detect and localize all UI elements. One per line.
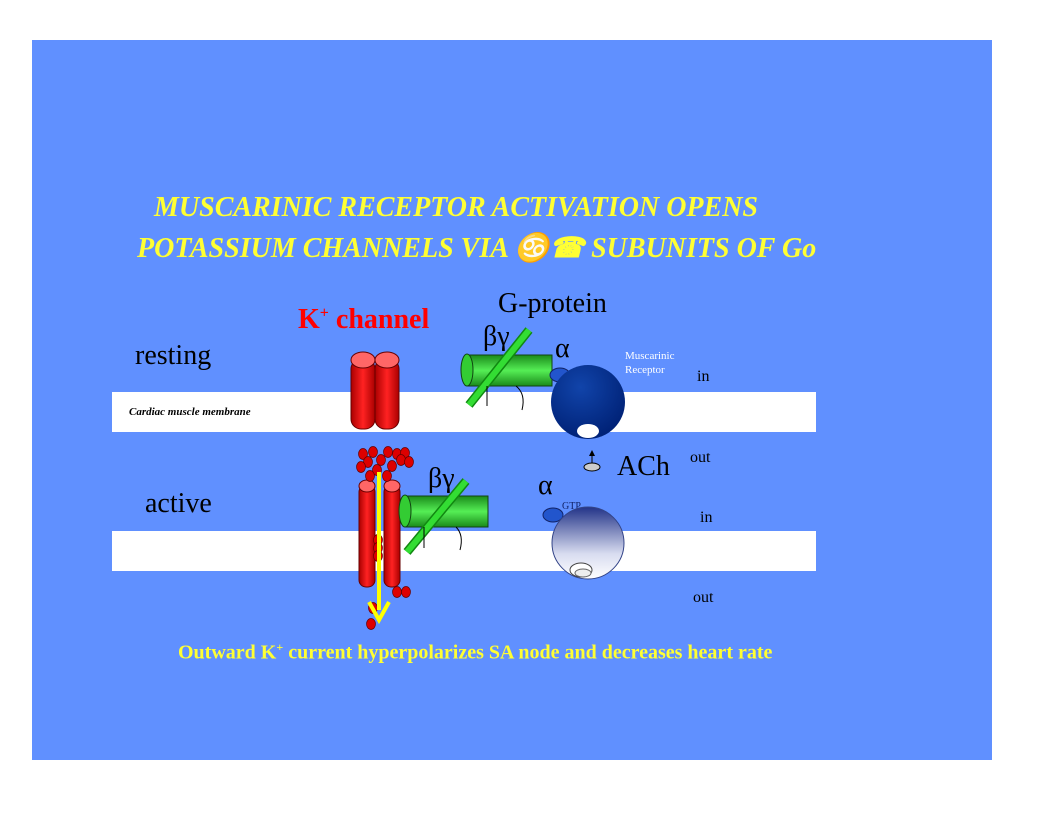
gtp-label: GTP <box>562 501 581 512</box>
out-label-bottom: out <box>693 589 714 606</box>
membrane-label: Cardiac muscle membrane <box>129 406 251 418</box>
k-channel-k: K <box>298 304 320 335</box>
muscarinic-label-line-1: Muscarinic <box>625 350 675 362</box>
k-ion <box>366 618 376 630</box>
title-line-1: MUSCARINIC RECEPTOR ACTIVATION OPENS <box>154 192 758 223</box>
beta-gamma-active <box>398 478 489 555</box>
beta-gamma-resting <box>460 327 553 411</box>
caption-sup: + <box>276 640 284 654</box>
outward-current-arrow <box>367 472 391 625</box>
title-line-2-prefix: POTASSIUM CHANNELS VIA <box>137 233 508 264</box>
resting-label: resting <box>135 340 212 371</box>
k-ion <box>392 586 402 598</box>
k-ion <box>365 470 375 482</box>
diagram-svg: βγ α ACh <box>350 321 670 630</box>
k-ion <box>382 470 392 482</box>
in-label-bottom: in <box>700 509 713 526</box>
beta-gamma-bottom-label: βγ <box>428 463 455 494</box>
alpha-subunit-active <box>542 507 564 523</box>
membrane-resting <box>112 392 816 432</box>
muscarinic-receptor-active <box>551 506 625 580</box>
muscarinic-label-line-2: Receptor <box>625 364 665 376</box>
caption-suffix: current hyperpolarizes SA node and decre… <box>288 641 773 664</box>
ach-molecule <box>583 450 601 472</box>
in-label-top: in <box>697 368 710 385</box>
k-ion <box>383 446 393 458</box>
k-ion <box>368 446 378 458</box>
alpha-top-label: α <box>555 333 570 364</box>
k-ion <box>401 586 411 598</box>
alpha-bottom-label: α <box>538 470 553 501</box>
title-line-2-suffix: SUBUNITS OF Go <box>591 233 817 264</box>
k-ion <box>387 460 397 472</box>
beta-gamma-top-label: βγ <box>483 321 510 352</box>
slide-background: MUSCARINIC RECEPTOR ACTIVATION OPENS POT… <box>32 40 992 760</box>
title-line-2: POTASSIUM CHANNELS VIA ♋☎ SUBUNITS OF Go <box>137 231 816 265</box>
active-label: active <box>145 488 212 519</box>
k-ion <box>396 454 406 466</box>
k-channel-label: K+ channel <box>298 304 429 336</box>
g-protein-label: G-protein <box>498 288 607 319</box>
muscarinic-receptor-resting <box>551 365 625 439</box>
k-ion <box>404 456 414 468</box>
k-channel-text: channel <box>335 304 430 335</box>
out-label-top: out <box>690 449 711 466</box>
k-channel-active <box>358 479 401 588</box>
k-channel-resting <box>350 351 400 430</box>
k-channel-sup: + <box>319 304 329 322</box>
membrane-active <box>112 531 816 571</box>
k-ion <box>358 448 368 460</box>
ach-label: ACh <box>617 451 670 482</box>
k-ion <box>356 461 366 473</box>
symbol-glyphs: ♋☎ <box>514 233 585 264</box>
k-ion <box>376 454 386 466</box>
muscarinic-receptor-label: Muscarinic Receptor <box>625 349 674 377</box>
caption: Outward K+ current hyperpolarizes SA nod… <box>178 640 772 665</box>
caption-prefix: Outward K <box>178 641 277 664</box>
